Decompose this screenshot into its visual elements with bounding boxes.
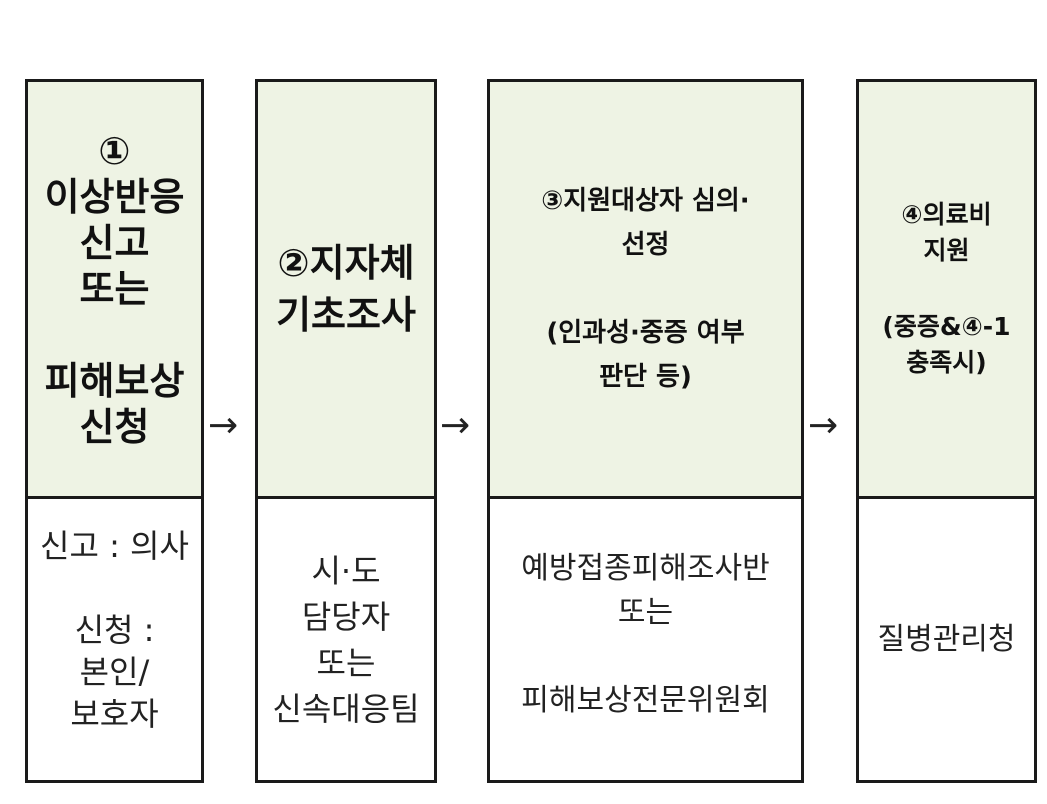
step-2-title-box: ②지자체 기초조사 bbox=[255, 79, 437, 499]
step-1-title-line-4: 또는 bbox=[79, 267, 150, 311]
step-3-title-line-2: 선정 bbox=[621, 230, 670, 260]
step-2-actor-line-2: 담당자 bbox=[301, 597, 391, 636]
arrow-right-icon-3: → bbox=[808, 405, 839, 446]
step-4-title-line-5: 충족시) bbox=[906, 348, 987, 377]
step-3-actor-line-2: 또는 bbox=[617, 595, 674, 630]
step-1-title-line-1: ① bbox=[98, 129, 131, 173]
step-4-title-line-2: 지원 bbox=[923, 236, 970, 265]
step-3-actor-line-1: 예방접종피해조사반 bbox=[521, 551, 770, 586]
step-1-title-line-6: 피해보상 bbox=[44, 359, 185, 403]
arrow-right-icon-1: → bbox=[208, 405, 239, 446]
step-1-actor-line-3: 신청 : bbox=[74, 611, 155, 649]
step-3-title-box: ③지원대상자 심의· 선정 (인과성·중증 여부 판단 등) bbox=[487, 79, 804, 499]
step-2-actor-line-1: 시·도 bbox=[311, 551, 381, 590]
step-4-title-box: ④의료비 지원 (중증&④-1 충족시) bbox=[856, 79, 1037, 499]
step-1-actor-line-1: 신고 : 의사 bbox=[40, 527, 189, 565]
step-2-title-line-2: 기초조사 bbox=[276, 293, 416, 337]
step-1-actor-box: 신고 : 의사 신청 : 본인/ 보호자 bbox=[25, 496, 204, 783]
step-3-actor-line-4: 피해보상전문위원회 bbox=[521, 683, 770, 718]
step-4-title-line-4: (중증&④-1 bbox=[882, 312, 1011, 341]
step-2-actor-box: 시·도 담당자 또는 신속대응팀 bbox=[255, 496, 437, 783]
step-4-actor-box: 질병관리청 bbox=[856, 496, 1037, 783]
step-1-actor-line-4: 본인/ bbox=[79, 653, 150, 691]
arrow-right-icon-2: → bbox=[440, 405, 471, 446]
step-3-title-line-4: (인과성·중증 여부 bbox=[546, 318, 745, 348]
step-3-actor-box: 예방접종피해조사반 또는 피해보상전문위원회 bbox=[487, 496, 804, 783]
step-4-title-line-1: ④의료비 bbox=[901, 200, 992, 229]
step-1-title-line-2: 이상반응 bbox=[44, 175, 185, 219]
step-4-actor-line-1: 질병관리청 bbox=[877, 621, 1016, 657]
step-1-title-line-3: 신고 bbox=[79, 221, 150, 265]
step-3-title-line-1: ③지원대상자 심의· bbox=[541, 186, 750, 216]
step-2-actor-line-4: 신속대응팀 bbox=[272, 689, 420, 728]
step-3-title-line-5: 판단 등) bbox=[599, 362, 692, 392]
step-1-actor-line-5: 보호자 bbox=[70, 695, 159, 733]
step-1-title-line-7: 신청 bbox=[79, 405, 150, 449]
step-2-actor-line-3: 또는 bbox=[316, 643, 376, 682]
step-1-title-box: ① 이상반응 신고 또는 피해보상 신청 bbox=[25, 79, 204, 499]
step-2-title-line-1: ②지자체 bbox=[277, 241, 415, 285]
